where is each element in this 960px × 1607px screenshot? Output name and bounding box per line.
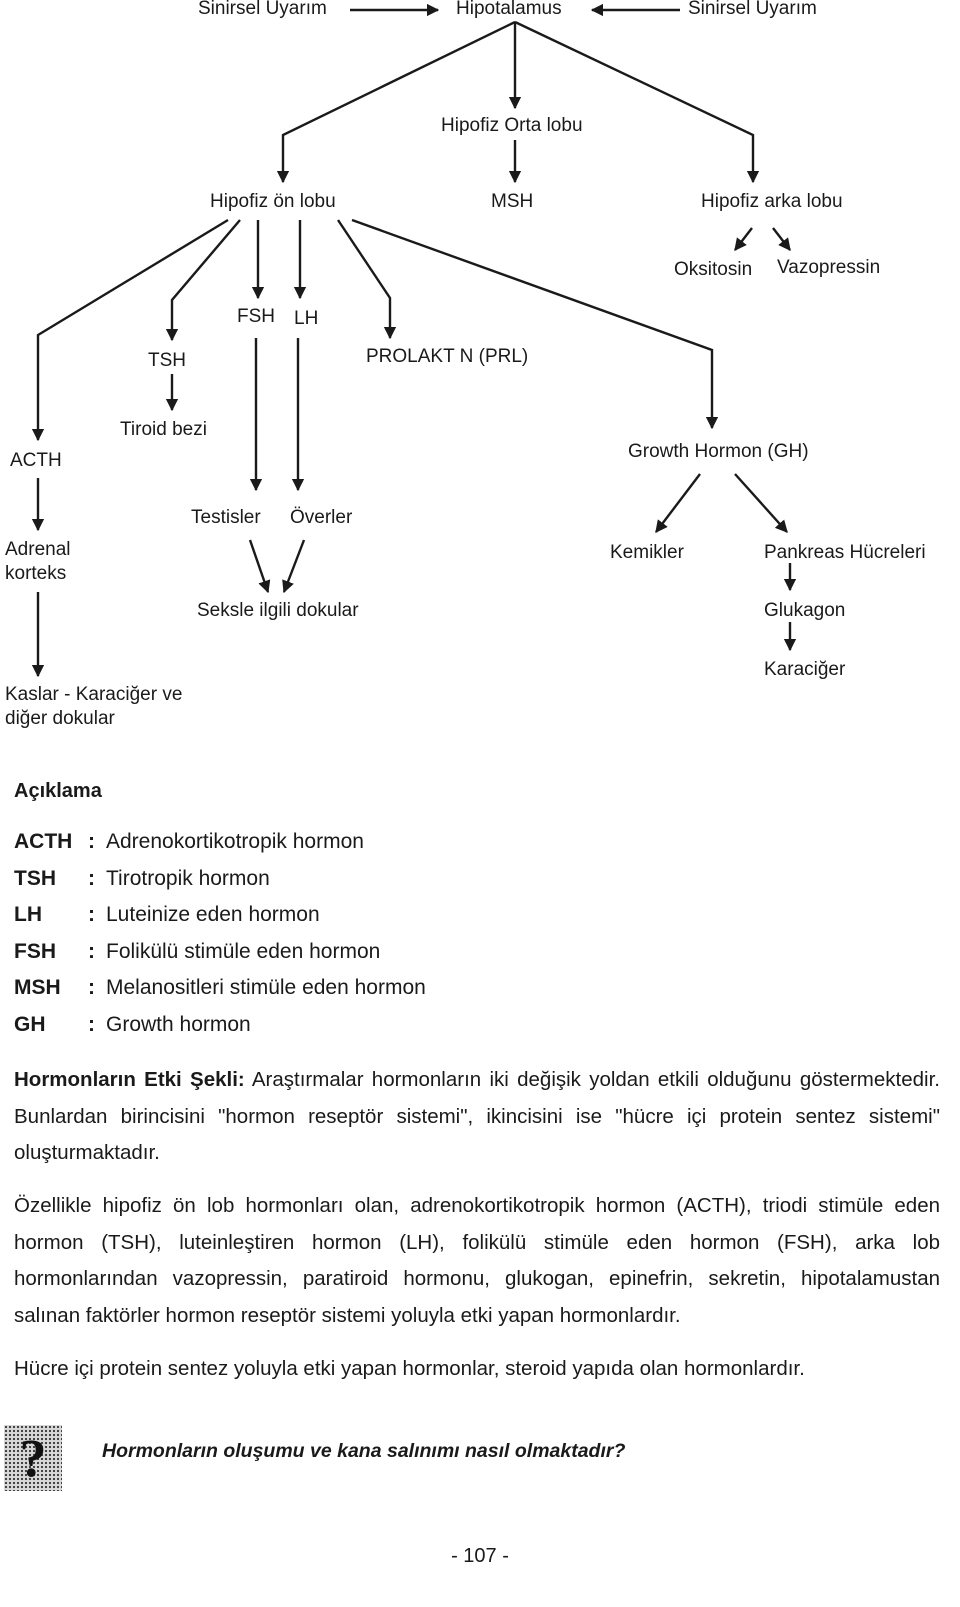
legend-colon: :: [88, 830, 95, 853]
page-number: - 107 -: [451, 1545, 509, 1567]
question-text: Hormonların oluşumu ve kana salınımı nas…: [102, 1440, 626, 1462]
node-kemikler: Kemikler: [610, 542, 684, 563]
node-acth: ACTH: [10, 450, 62, 471]
arrow-testisler-to-seksle: [248, 539, 271, 594]
node-overler: Överler: [290, 507, 353, 528]
arrow-to-oksitosin: [734, 227, 753, 251]
arrow-to-tsh: [165, 219, 241, 342]
node-hipofiz-orta-lobu: Hipofiz Orta lobu: [441, 115, 583, 136]
arrow-to-kemikler: [655, 473, 701, 533]
arrow-to-acth: [31, 218, 229, 442]
legend-definition: Growth hormon: [106, 1012, 251, 1036]
legend-title: Açıklama: [14, 780, 102, 802]
legend-definition: Tirotropik hormon: [106, 866, 270, 890]
arrow-to-pankreas: [734, 473, 788, 533]
legend-abbr: ACTH: [14, 830, 73, 853]
node-lh: LH: [294, 308, 319, 329]
paragraph-hormon-reseptor: Özellikle hipofiz ön lob hormonları olan…: [14, 1194, 940, 1327]
node-pankreas-hucreleri: Pankreas Hücreleri: [764, 542, 926, 563]
node-seksle-ilgili-dokular: Seksle ilgili dokular: [197, 600, 359, 621]
node-growth-hormon: Growth Hormon (GH): [628, 441, 809, 462]
arrow-to-vazopressin: [772, 227, 791, 251]
node-adrenal-korteks: Adrenal korteks: [5, 539, 71, 584]
paragraph-body: Araştırmalar hormonların iki değişik yol…: [14, 1068, 940, 1164]
legend-definition: Adrenokortikotropik hormon: [106, 830, 364, 853]
arrow-overler-to-seksle: [282, 539, 306, 594]
node-hipotalamus: Hipotalamus: [456, 0, 562, 19]
node-hipofiz-on-lobu: Hipofiz ön lobu: [210, 191, 336, 212]
arrow-to-prolaktin: [337, 219, 397, 340]
legend-definition: Melanositleri stimüle eden hormon: [106, 976, 426, 999]
legend-colon: :: [88, 1012, 95, 1036]
legend-abbr: MSH: [14, 976, 61, 999]
paragraph-etki-sekli: Hormonların Etki Şekli: Araştırmalar hor…: [14, 1062, 940, 1172]
node-glukagon: Glukagon: [764, 600, 846, 621]
node-testisler: Testisler: [191, 507, 261, 528]
arrow-to-gh: [351, 218, 719, 430]
legend-colon: :: [88, 976, 95, 999]
node-tiroid-bezi: Tiroid bezi: [120, 419, 207, 440]
arrow-to-hipofiz-arka: [514, 20, 760, 184]
legend-colon: :: [88, 903, 95, 926]
legend-abbr: GH: [14, 1012, 46, 1036]
question-mark-icon: ?: [4, 1425, 62, 1491]
diagram-arrows: [31, 3, 797, 678]
question-glyph: ?: [19, 1428, 47, 1488]
legend-definition: Luteinize eden hormon: [106, 903, 320, 926]
paragraph-lead: Hormonların Etki Şekli:: [14, 1068, 245, 1091]
arrow-to-hipofiz-on: [276, 20, 516, 184]
node-karaciger: Karaciğer: [764, 659, 846, 680]
node-oksitosin: Oksitosin: [674, 259, 753, 280]
hormone-flow-diagram: Sinirsel Uyarım Hipotalamus Sinirsel Uya…: [0, 0, 960, 760]
node-prolaktin: PROLAKT N (PRL): [366, 346, 529, 367]
node-msh: MSH: [491, 191, 534, 212]
node-tsh: TSH: [148, 350, 186, 371]
node-sinirsel-uyarim-right: Sinirsel Uyarım: [688, 0, 817, 19]
node-hipofiz-arka-lobu: Hipofiz arka lobu: [701, 191, 843, 212]
paragraph-protein-sentez: Hücre içi protein sentez yoluyla etki ya…: [14, 1357, 805, 1380]
legend-colon: :: [88, 866, 95, 890]
node-vazopressin: Vazopressin: [777, 257, 881, 278]
node-fsh: FSH: [237, 306, 275, 327]
legend-abbr: LH: [14, 903, 42, 926]
node-kaslar-karaciger: Kaslar - Karaciğer ve diğer dokular: [5, 684, 183, 729]
legend-abbr: TSH: [14, 866, 56, 890]
node-sinirsel-uyarim-left: Sinirsel Uyarım: [198, 0, 327, 19]
legend-colon: :: [88, 939, 95, 963]
legend-abbr: FSH: [14, 939, 56, 963]
legend-definition: Folikülü stimüle eden hormon: [106, 939, 381, 963]
